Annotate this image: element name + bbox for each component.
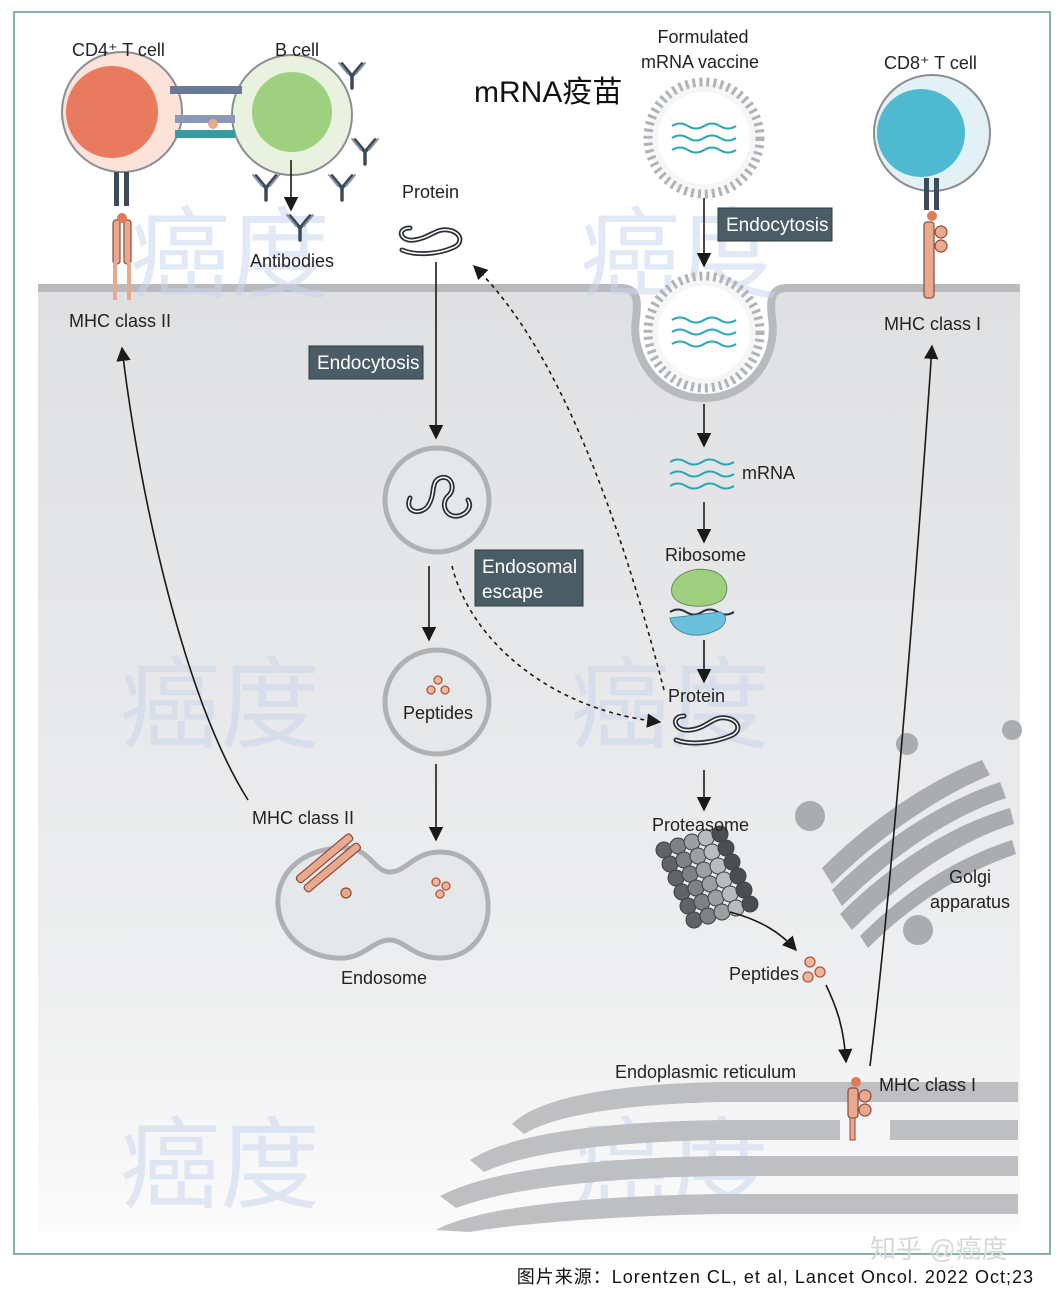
endocytosis-tag-left: Endocytosis (308, 345, 424, 380)
golgi-apparatus (795, 720, 1022, 948)
peptides-vesicle-label: Peptides (403, 703, 473, 723)
mhc2-lower-label: MHC class II (252, 808, 354, 828)
cd4-t-cell (61, 51, 183, 206)
vaccine-label-2: mRNA vaccine (641, 52, 759, 72)
cd4-label: CD4⁺ T cell (72, 40, 165, 60)
endocytosis-tag-right: Endocytosis (717, 207, 833, 242)
svg-text:escape: escape (482, 582, 543, 603)
watermark: 癌度 (120, 1107, 320, 1224)
arrow-protein-secretion (472, 264, 665, 691)
er-label: Endoplasmic reticulum (615, 1062, 796, 1082)
ribosome-label: Ribosome (665, 545, 746, 565)
mhc2-top-label: MHC class II (69, 311, 171, 331)
watermark: 癌度 (130, 197, 330, 314)
svg-text:Endocytosis: Endocytosis (317, 353, 419, 374)
b-cell (231, 54, 353, 176)
endocytosed-lnp (643, 271, 765, 393)
arrow-mhc1-to-surface (869, 344, 939, 1067)
protein-top-label: Protein (402, 182, 459, 202)
mhc-class-ii-surface (112, 213, 132, 300)
cell-membrane (38, 284, 1020, 403)
cd8-label: CD8⁺ T cell (884, 53, 977, 73)
arrow-mhc2-to-surface (116, 346, 249, 801)
arrow-proteasome-to-peptides (729, 911, 797, 952)
peptides-lower-dots (802, 956, 826, 983)
mrna-label: mRNA (742, 463, 795, 483)
endosome-shape (275, 833, 491, 961)
antibodies-label: Antibodies (250, 251, 334, 271)
cytoplasm (38, 288, 1020, 1232)
mhc1-lower-label: MHC class I (879, 1075, 976, 1095)
mhc-class-i-er (847, 1077, 872, 1141)
proteasome-label: Proteasome (652, 815, 749, 835)
endosomal-escape-tag: Endosomal escape (474, 549, 584, 607)
page-title: mRNA疫苗 (474, 76, 622, 109)
protein-mid-label: Protein (668, 686, 725, 706)
ribosome-shape (669, 568, 735, 636)
cd8-t-cell (873, 74, 991, 210)
footer-watermark: 知乎 @癌度 (870, 1234, 1008, 1264)
watermark: 癌度 (570, 647, 770, 764)
peptides-vesicle-shape (382, 647, 492, 757)
golgi-label-2: apparatus (930, 892, 1010, 912)
arrow-endosomal-escape (451, 565, 662, 728)
svg-text:Endocytosis: Endocytosis (726, 215, 828, 236)
mhc1-top-label: MHC class I (884, 314, 981, 334)
arrow-peptides-to-er (825, 984, 853, 1064)
watermark: 癌度 (120, 647, 320, 764)
svg-text:Endosomal: Endosomal (482, 557, 577, 578)
lipid-nanoparticle (643, 77, 765, 199)
golgi-label-1: Golgi (949, 867, 991, 887)
peptides-lower-label: Peptides (729, 964, 799, 984)
mhc-class-i-surface (923, 211, 948, 299)
proteasome-shape (655, 825, 759, 929)
endosome-label: Endosome (341, 968, 427, 988)
mrna-strands (669, 458, 735, 490)
endocytic-vesicle (382, 445, 492, 555)
bcell-label: B cell (275, 40, 319, 60)
source-caption: 图片来源：Lorentzen CL, et al, Lancet Oncol. … (517, 1267, 1034, 1287)
cell-interaction-receptors (170, 86, 242, 138)
endoplasmic-reticulum (436, 1082, 1018, 1232)
vaccine-label-1: Formulated (657, 27, 748, 47)
